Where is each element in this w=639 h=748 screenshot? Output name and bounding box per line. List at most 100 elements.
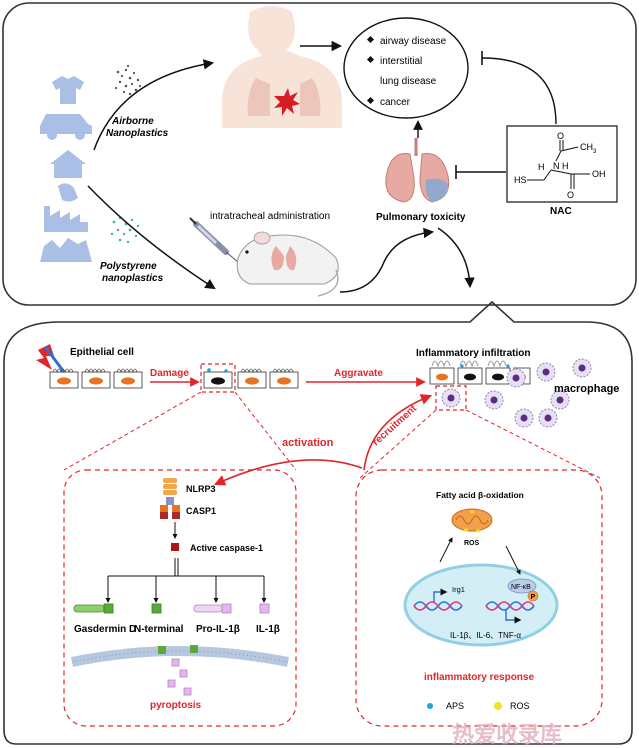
zoom-lines-left — [63, 391, 297, 471]
recruitment-label: recruitment — [371, 403, 420, 448]
dna-right-icon — [485, 601, 535, 611]
arrow-irg1-to-mito — [439, 537, 453, 563]
phospho-icon — [527, 590, 539, 602]
nac-atom-n: N — [553, 161, 560, 171]
airborne-particles-icon — [114, 64, 142, 96]
damaged-cell-highlight — [200, 363, 236, 393]
il-label: IL-1β — [256, 624, 280, 635]
aps-legend-dot — [427, 703, 433, 709]
zoom-lines-right — [359, 409, 601, 479]
macrophage-icon — [506, 368, 526, 388]
polystyrene-label-2: nanoplastics — [102, 273, 164, 284]
macrophage-icon — [484, 390, 504, 410]
nac-atom-h-nh: H — [562, 161, 569, 171]
nlrp3-complex-icon — [160, 478, 180, 519]
il-release-icon — [179, 669, 188, 678]
pyroptosis-label: pyroptosis — [150, 700, 202, 711]
arrow-mito-to-nfkb — [505, 545, 521, 575]
epithelial-cell — [49, 368, 79, 389]
cell-membrane — [70, 646, 289, 667]
macrophage-icon — [536, 362, 556, 382]
inflammatory-response-label: inflammatory response — [424, 672, 534, 683]
arrow-activation — [213, 459, 363, 486]
dna-left-icon — [413, 601, 463, 611]
syringe-icon — [189, 217, 239, 263]
nfkb-icon — [507, 578, 537, 594]
nac-inhibit-diseases — [481, 57, 557, 125]
inflammatory-response-box — [355, 469, 603, 727]
lungs-icon — [385, 138, 450, 203]
epithelial-cell — [113, 368, 143, 389]
phospho-label: P — [531, 594, 536, 601]
hand-icon — [58, 183, 78, 202]
bullet-icon — [366, 96, 375, 105]
nac-atom-o-top: O — [557, 131, 564, 141]
il-icon — [259, 603, 270, 614]
nac-atom-oh: OH — [592, 169, 606, 179]
factory-icon — [44, 206, 88, 232]
infiltration-highlight — [435, 385, 467, 411]
car-icon — [40, 114, 92, 140]
admin-label: intratracheal administration — [210, 211, 330, 222]
lightning-icon — [36, 344, 66, 374]
mitochondrion-icon — [451, 508, 493, 533]
il-release-icon — [167, 679, 176, 688]
macrophages — [441, 358, 592, 428]
pollution-sources — [40, 76, 92, 262]
ros-legend-dot — [494, 702, 502, 710]
macrophage-icon — [514, 408, 534, 428]
bullet-icon — [366, 55, 375, 64]
arrow-mouse-to-lungs — [339, 227, 435, 293]
bottom-panel-frame — [3, 300, 633, 745]
disease-airway: airway disease — [380, 36, 447, 47]
irg1-label: Irg1 — [452, 585, 465, 594]
active-caspase-icon — [171, 543, 179, 551]
aggravate-label: Aggravate — [334, 368, 383, 379]
arrow-source-to-human — [93, 59, 215, 151]
aps-legend-label: APS — [446, 701, 464, 711]
disease-lung: lung disease — [380, 76, 437, 87]
inflammatory-infiltration-label: Inflammatory infiltration — [416, 348, 530, 359]
mouse-lungs-icon — [271, 246, 297, 271]
epithelial-cells-middle — [237, 368, 299, 389]
macrophage-icon — [441, 388, 461, 408]
macrophage-label: macrophage — [554, 383, 619, 395]
casp1-label: CASP1 — [186, 506, 216, 516]
pore-icon — [158, 646, 166, 654]
arrow-source-to-mouse — [87, 185, 216, 290]
nac-structure-box — [506, 125, 618, 203]
epithelial-cell — [237, 368, 267, 389]
fatty-acid-label: Fatty acid β-oxidation — [436, 490, 524, 500]
cytokines-label: IL-1β、IL-6、TNF-α — [450, 631, 521, 640]
infiltrated-cells — [429, 360, 531, 385]
nac-atom-ch: CH — [580, 142, 593, 152]
damaged-cell — [485, 364, 511, 385]
arrow-recruitment — [363, 394, 433, 471]
watermark: 热爱收录库 — [452, 722, 562, 747]
disease-ellipse — [343, 17, 469, 119]
disease-interstitial: interstitial — [380, 56, 422, 67]
tshirt-icon — [52, 76, 84, 104]
il-release-icon — [171, 658, 180, 667]
disease-list: airway disease interstitial lung disease… — [366, 35, 447, 108]
gasdermin-label: Gasdermin D — [74, 624, 136, 635]
epithelial-cell-label: Epithelial cell — [70, 347, 134, 358]
pro-il-icon — [193, 603, 232, 614]
nac-atom-ch-sub: 3 — [593, 149, 597, 155]
irg1-promoter-arrow — [433, 588, 448, 602]
pulmonary-toxicity-label: Pulmonary toxicity — [376, 212, 466, 223]
airborne-label-1: Airborne — [111, 116, 154, 127]
nac-molecule — [527, 140, 590, 189]
n-terminal-label: N-terminal — [134, 624, 184, 635]
nlrp3-label: NLRP3 — [186, 484, 216, 494]
epithelial-cell — [269, 368, 299, 389]
damaged-cell — [457, 364, 483, 385]
pyroptosis-box — [63, 469, 297, 727]
gasdermin-icon — [73, 603, 114, 614]
damaged-cell — [203, 368, 233, 389]
nac-atom-o-bottom: O — [567, 190, 574, 200]
macrophage-icon — [550, 390, 570, 410]
epithelial-cell — [81, 368, 111, 389]
disease-cancer: cancer — [380, 97, 411, 108]
